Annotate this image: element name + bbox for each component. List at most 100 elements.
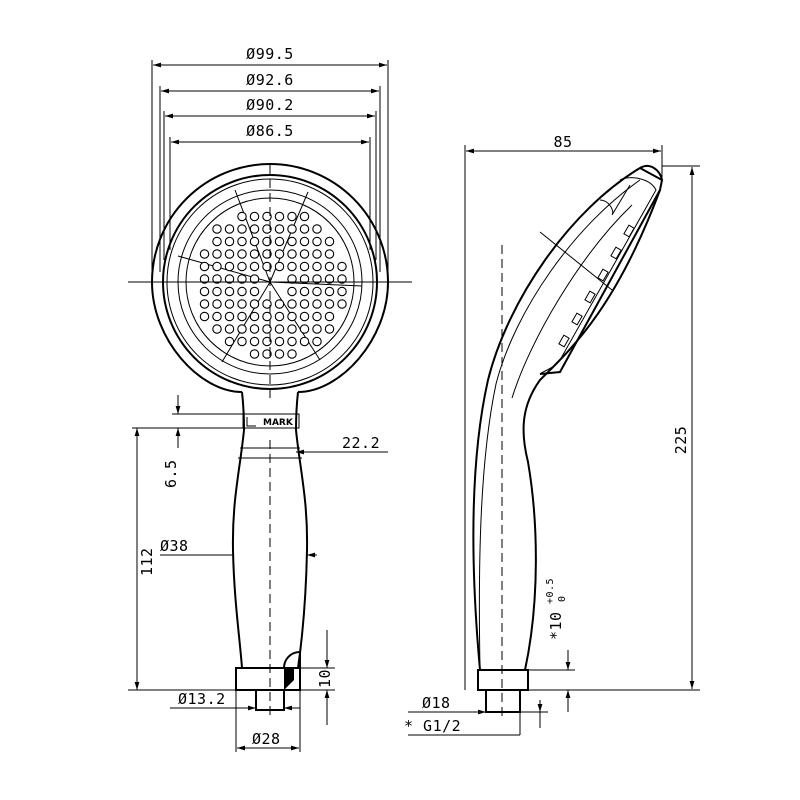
nozzle	[199, 286, 210, 297]
nozzle	[237, 336, 247, 347]
dim-connector-diameter: Ø13.2	[178, 690, 226, 708]
nozzle	[224, 324, 235, 334]
nozzle	[199, 311, 210, 322]
side-dimension-lines	[408, 145, 700, 736]
nozzle	[237, 211, 247, 222]
nozzle	[324, 324, 335, 334]
nozzle	[212, 311, 222, 322]
nozzle	[274, 336, 285, 347]
nozzle	[199, 261, 210, 272]
nozzle	[324, 299, 335, 309]
nozzle	[237, 324, 247, 334]
nozzle	[287, 211, 297, 222]
hanger-hook	[283, 650, 301, 669]
nozzle	[224, 274, 235, 284]
nozzle	[237, 261, 247, 272]
nozzle	[324, 261, 335, 272]
nozzle	[274, 299, 285, 309]
dim-thread-length-group: *10 +0.5 0	[545, 578, 568, 640]
nozzle	[199, 299, 210, 309]
nozzle	[224, 249, 235, 259]
nozzle	[337, 299, 347, 309]
nozzle	[237, 286, 247, 297]
dim-handle-diameter: Ø38	[160, 537, 189, 555]
nozzle	[262, 261, 272, 272]
nozzle	[324, 236, 335, 247]
nozzle	[237, 311, 247, 322]
nozzle	[224, 236, 235, 247]
nozzle	[237, 224, 247, 234]
nozzle	[224, 261, 235, 272]
nozzle	[287, 261, 297, 272]
nozzle	[262, 336, 272, 347]
nozzle	[299, 261, 310, 272]
nozzle	[337, 261, 347, 272]
dim-ring-diameter: Ø90.2	[246, 96, 294, 114]
nozzle	[287, 249, 297, 259]
nozzle	[212, 224, 222, 234]
nozzle	[212, 274, 222, 284]
nozzle	[262, 236, 272, 247]
nozzle	[262, 311, 272, 322]
dim-thread-spec: * G1/2	[404, 717, 461, 735]
dim-neck: 22.2	[342, 434, 380, 452]
nozzle	[274, 236, 285, 247]
dim-plate-diameter: Ø86.5	[246, 122, 294, 140]
nozzle	[274, 261, 285, 272]
dim-outlet-diameter: Ø18	[422, 694, 451, 712]
dim-base-diameter: Ø28	[252, 730, 281, 748]
logo-text: MARK	[263, 418, 294, 428]
nozzle	[312, 324, 322, 334]
nozzle	[249, 349, 260, 359]
front-dimension-lines	[128, 395, 388, 752]
nozzle	[212, 261, 222, 272]
nozzle	[299, 274, 310, 284]
nozzle	[249, 274, 260, 284]
spray-nozzles	[199, 211, 347, 359]
nozzle	[212, 299, 222, 309]
nozzle	[299, 224, 310, 234]
nozzle	[212, 249, 222, 259]
nozzle	[249, 249, 260, 259]
dim-total-length: 225	[672, 426, 690, 455]
nozzle	[324, 286, 335, 297]
nozzle	[287, 349, 297, 359]
dim-thread-length: *10	[547, 611, 565, 640]
nozzle	[299, 336, 310, 347]
dim-depth: 85	[553, 133, 572, 151]
nozzle	[262, 324, 272, 334]
nozzle	[212, 286, 222, 297]
nozzle	[212, 236, 222, 247]
nozzle	[224, 336, 235, 347]
logo-box	[242, 413, 300, 429]
nozzle	[249, 261, 260, 272]
nozzle	[237, 299, 247, 309]
side-connector-thread	[485, 689, 521, 713]
nozzle	[337, 286, 347, 297]
nozzle	[224, 286, 235, 297]
nozzle	[237, 274, 247, 284]
nozzle	[299, 211, 310, 222]
nozzle	[262, 349, 272, 359]
nozzle	[299, 311, 310, 322]
nozzle	[324, 311, 335, 322]
nozzle	[312, 274, 322, 284]
nozzle	[224, 224, 235, 234]
nozzle	[312, 286, 322, 297]
front-view: Ø99.5 Ø92.6 Ø90.2 Ø86.5	[128, 45, 412, 752]
nozzle	[287, 224, 297, 234]
nozzle	[249, 336, 260, 347]
nozzle	[287, 299, 297, 309]
nozzle	[274, 324, 285, 334]
nozzle	[299, 324, 310, 334]
dim-outer-diameter: Ø99.5	[246, 45, 294, 63]
nozzle	[262, 299, 272, 309]
nozzle	[262, 224, 272, 234]
nozzle	[312, 236, 322, 247]
nozzle	[224, 299, 235, 309]
nozzle	[274, 224, 285, 234]
nozzle	[249, 311, 260, 322]
handle-front	[231, 429, 309, 720]
nozzle	[287, 286, 297, 297]
